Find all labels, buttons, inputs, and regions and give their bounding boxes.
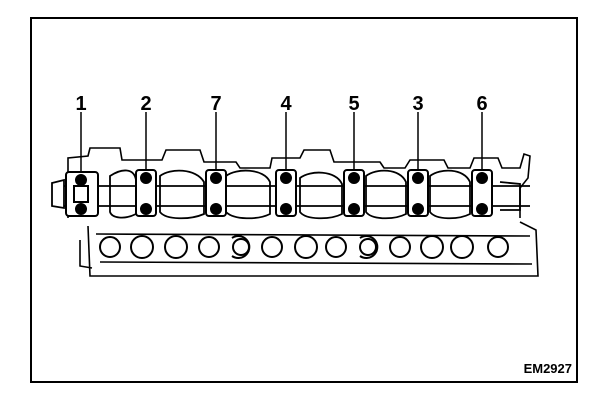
- bearing-cap-4: [275, 169, 297, 217]
- cap-label-6: 6: [476, 93, 487, 115]
- valve-openings: [99, 235, 509, 259]
- cap-labels: 1 2 7 4 5 3 6: [75, 93, 487, 115]
- bearing-cap-7: [205, 169, 227, 217]
- leader-lines: [80, 112, 483, 172]
- cap-label-1: 1: [75, 93, 86, 115]
- bearing-cap-5: [343, 169, 365, 217]
- bearing-cap-6: [471, 169, 493, 217]
- cap-label-2: 2: [140, 93, 151, 115]
- bearing-cap-3: [407, 169, 429, 217]
- figure-code: EM2927: [523, 361, 572, 376]
- bearing-caps: [65, 169, 493, 217]
- figure-frame: [30, 17, 578, 383]
- cap-label-3: 3: [412, 93, 423, 115]
- bearing-cap-1: [65, 171, 99, 217]
- bearing-cap-2: [135, 169, 157, 217]
- cap-label-4: 4: [280, 93, 292, 115]
- cap-label-5: 5: [348, 93, 359, 115]
- cylinder-head-outline: [67, 147, 539, 277]
- cap-label-7: 7: [210, 93, 221, 115]
